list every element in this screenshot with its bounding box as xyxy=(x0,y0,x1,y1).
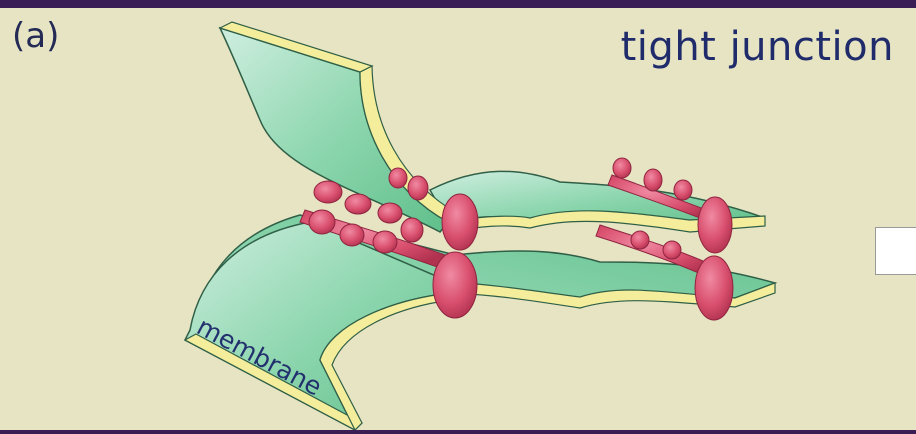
placeholder-box xyxy=(875,227,916,275)
panel-label: (a) xyxy=(12,16,59,56)
diagram-title: tight junction xyxy=(621,24,894,70)
bottom-border-bar xyxy=(0,430,916,434)
